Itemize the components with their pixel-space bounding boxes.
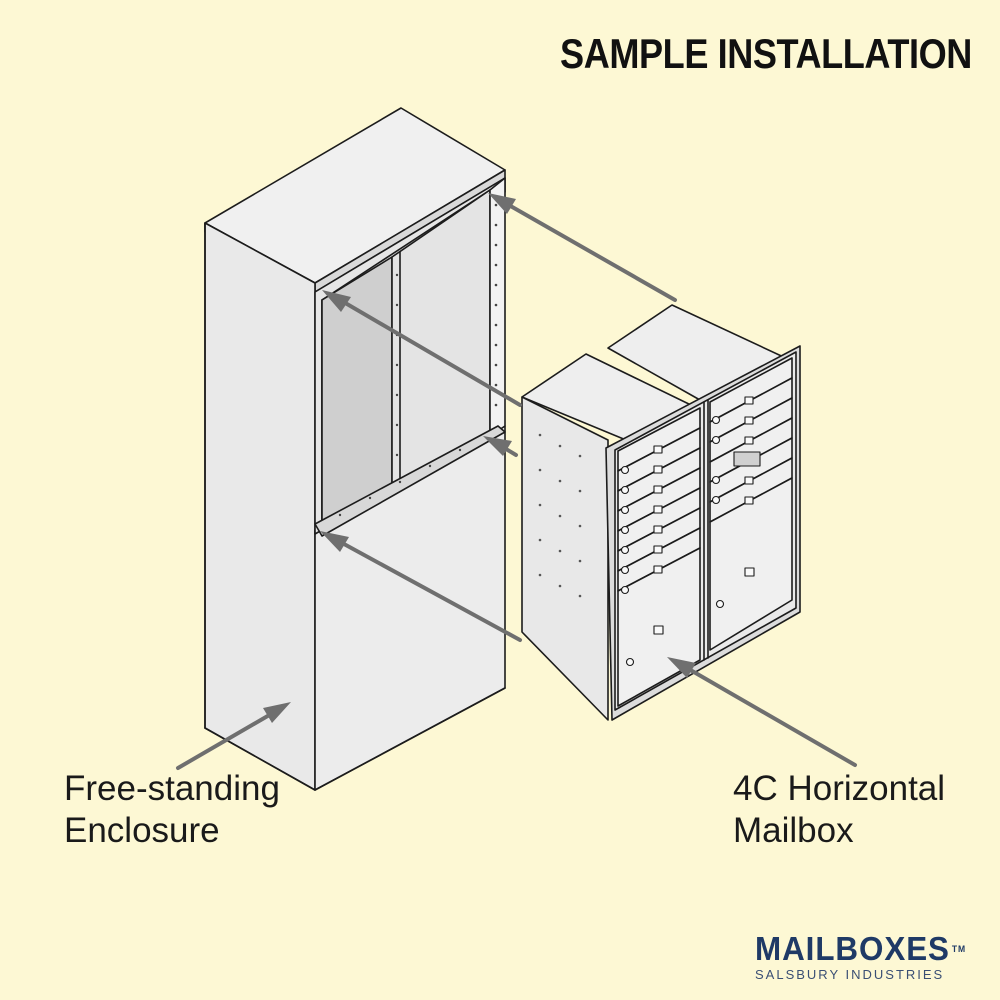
- enclosure-label: Free-standing Enclosure: [64, 768, 280, 852]
- mailbox-label-line-2: Mailbox: [733, 811, 854, 850]
- enclosure-label-line-1: Free-standing: [64, 769, 280, 808]
- free-standing-enclosure: [204, 107, 506, 791]
- logo-name: MAILBOXES: [755, 930, 950, 967]
- installation-arrows: [176, 193, 857, 770]
- mailbox-label-line-1: 4C Horizontal: [733, 769, 946, 808]
- page-title: SAMPLE INSTALLATION: [560, 30, 972, 77]
- enclosure-label-line-2: Enclosure: [64, 811, 220, 850]
- logo-trademark: TM: [951, 944, 967, 954]
- logo-company: SALSBURY INDUSTRIES: [755, 967, 945, 982]
- mailbox-label: 4C Horizontal Mailbox: [733, 768, 945, 852]
- 4c-horizontal-mailbox: [521, 304, 801, 721]
